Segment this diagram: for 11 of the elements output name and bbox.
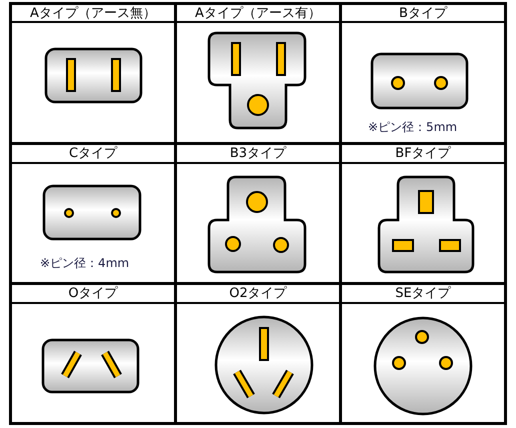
type-label: Cタイプ	[68, 145, 118, 162]
type-label: Bタイプ	[398, 5, 448, 22]
type-label: BFタイプ	[394, 145, 452, 162]
type-label: O2タイプ	[228, 285, 288, 302]
type-label: Aタイプ（アース有）	[194, 5, 322, 22]
pin-size-note: ※ピン径：5mm	[368, 119, 458, 135]
type-label: Aタイプ（アース無）	[29, 5, 157, 22]
type-label: Oタイプ	[67, 285, 119, 302]
pin-size-note: ※ピン径：4mm	[40, 255, 130, 271]
type-label: SEタイプ	[394, 285, 452, 302]
type-label: B3タイプ	[228, 145, 288, 162]
